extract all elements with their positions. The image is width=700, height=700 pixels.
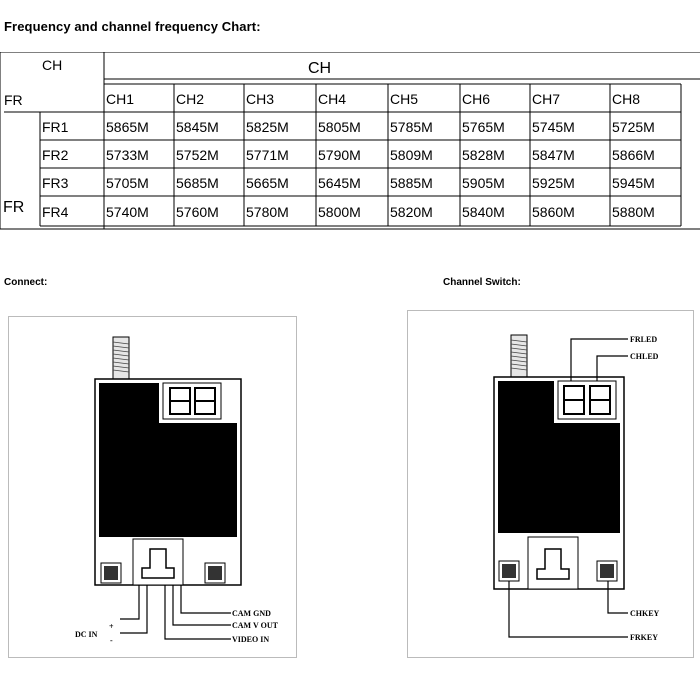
table-cell: 5809M: [390, 147, 433, 163]
connect-title: Connect:: [4, 277, 48, 288]
connector-block: [132, 538, 184, 586]
row-label: FR4: [42, 204, 69, 220]
table-cell: 5800M: [318, 204, 361, 220]
row-label: FR3: [42, 175, 69, 191]
channel-switch-diagram: FRLED CHLED CHKEY FRKEY: [493, 334, 660, 642]
channel-switch-title: Channel Switch:: [443, 277, 521, 288]
table-cell: 5880M: [612, 204, 655, 220]
table-cell: 5840M: [462, 204, 505, 220]
table-cell: 5645M: [318, 175, 361, 191]
table-cell: 5740M: [106, 204, 149, 220]
column-header: CH3: [246, 91, 274, 107]
group-ch-header: CH: [308, 60, 331, 77]
connect-pins: [120, 585, 231, 640]
switch-leader-lines: [508, 338, 628, 638]
cam-gnd-label: CAM GND: [232, 609, 271, 618]
table-cell: 5725M: [612, 119, 655, 135]
channel-switch-panel: FRLED CHLED CHKEY FRKEY: [407, 310, 694, 658]
frkey-label: FRKEY: [630, 633, 658, 642]
column-header: CH5: [390, 91, 418, 107]
table-cell: 5780M: [246, 204, 289, 220]
column-header: CH1: [106, 91, 134, 107]
column-header: CH7: [532, 91, 560, 107]
corner-ch-label: CH: [42, 57, 62, 73]
table-cell: 5820M: [390, 204, 433, 220]
cam-v-out-label: CAM V OUT: [232, 621, 279, 630]
board-black-area: [99, 383, 237, 537]
led-display: [557, 380, 617, 420]
row-label: FR1: [42, 119, 69, 135]
minus-sign: -: [110, 636, 113, 645]
led-display: [162, 382, 222, 420]
table-cell: 5765M: [462, 119, 505, 135]
left-button: [100, 562, 122, 584]
chled-label: CHLED: [630, 352, 659, 361]
column-header: CH6: [462, 91, 490, 107]
frled-label: FRLED: [630, 335, 657, 344]
row-group-fr-label: FR: [3, 199, 24, 216]
fr-key-button: [498, 560, 520, 582]
column-header: CH8: [612, 91, 640, 107]
antenna-connector: [112, 336, 130, 380]
table-cell: 5752M: [176, 147, 219, 163]
table-cell: 5828M: [462, 147, 505, 163]
table-cell: 5847M: [532, 147, 575, 163]
table-cell: 5760M: [176, 204, 219, 220]
connect-panel: CAM GND CAM V OUT VIDEO IN DC IN + -: [8, 316, 297, 658]
column-header: CH2: [176, 91, 204, 107]
video-in-label: VIDEO IN: [232, 635, 269, 644]
table-cell: 5945M: [612, 175, 655, 191]
table-cell: 5925M: [532, 175, 575, 191]
board-black-area: [498, 381, 620, 533]
table-cell: 5825M: [246, 119, 289, 135]
column-header: CH4: [318, 91, 346, 107]
table-cell: 5665M: [246, 175, 289, 191]
table-cell: 5745M: [532, 119, 575, 135]
table-cell: 5845M: [176, 119, 219, 135]
corner-fr-label: FR: [4, 92, 23, 108]
plus-sign: +: [109, 622, 114, 631]
table-cell: 5860M: [532, 204, 575, 220]
right-button: [204, 562, 226, 584]
connector-block: [527, 536, 579, 590]
connect-diagram: CAM GND CAM V OUT VIDEO IN DC IN + -: [75, 336, 279, 645]
dc-in-label: DC IN: [75, 630, 98, 639]
chart-title: Frequency and channel frequency Chart:: [4, 19, 261, 34]
table-cell: 5790M: [318, 147, 361, 163]
table-cell: 5733M: [106, 147, 149, 163]
row-label: FR2: [42, 147, 69, 163]
table-cell: 5705M: [106, 175, 149, 191]
table-cell: 5866M: [612, 147, 655, 163]
table-cell: 5771M: [246, 147, 289, 163]
ch-key-button: [596, 560, 618, 582]
chkey-label: CHKEY: [630, 609, 660, 618]
table-cell: 5885M: [390, 175, 433, 191]
antenna-connector: [510, 334, 528, 378]
table-cell: 5865M: [106, 119, 149, 135]
table-cell: 5785M: [390, 119, 433, 135]
table-cell: 5685M: [176, 175, 219, 191]
table-cell: 5905M: [462, 175, 505, 191]
table-cell: 5805M: [318, 119, 361, 135]
